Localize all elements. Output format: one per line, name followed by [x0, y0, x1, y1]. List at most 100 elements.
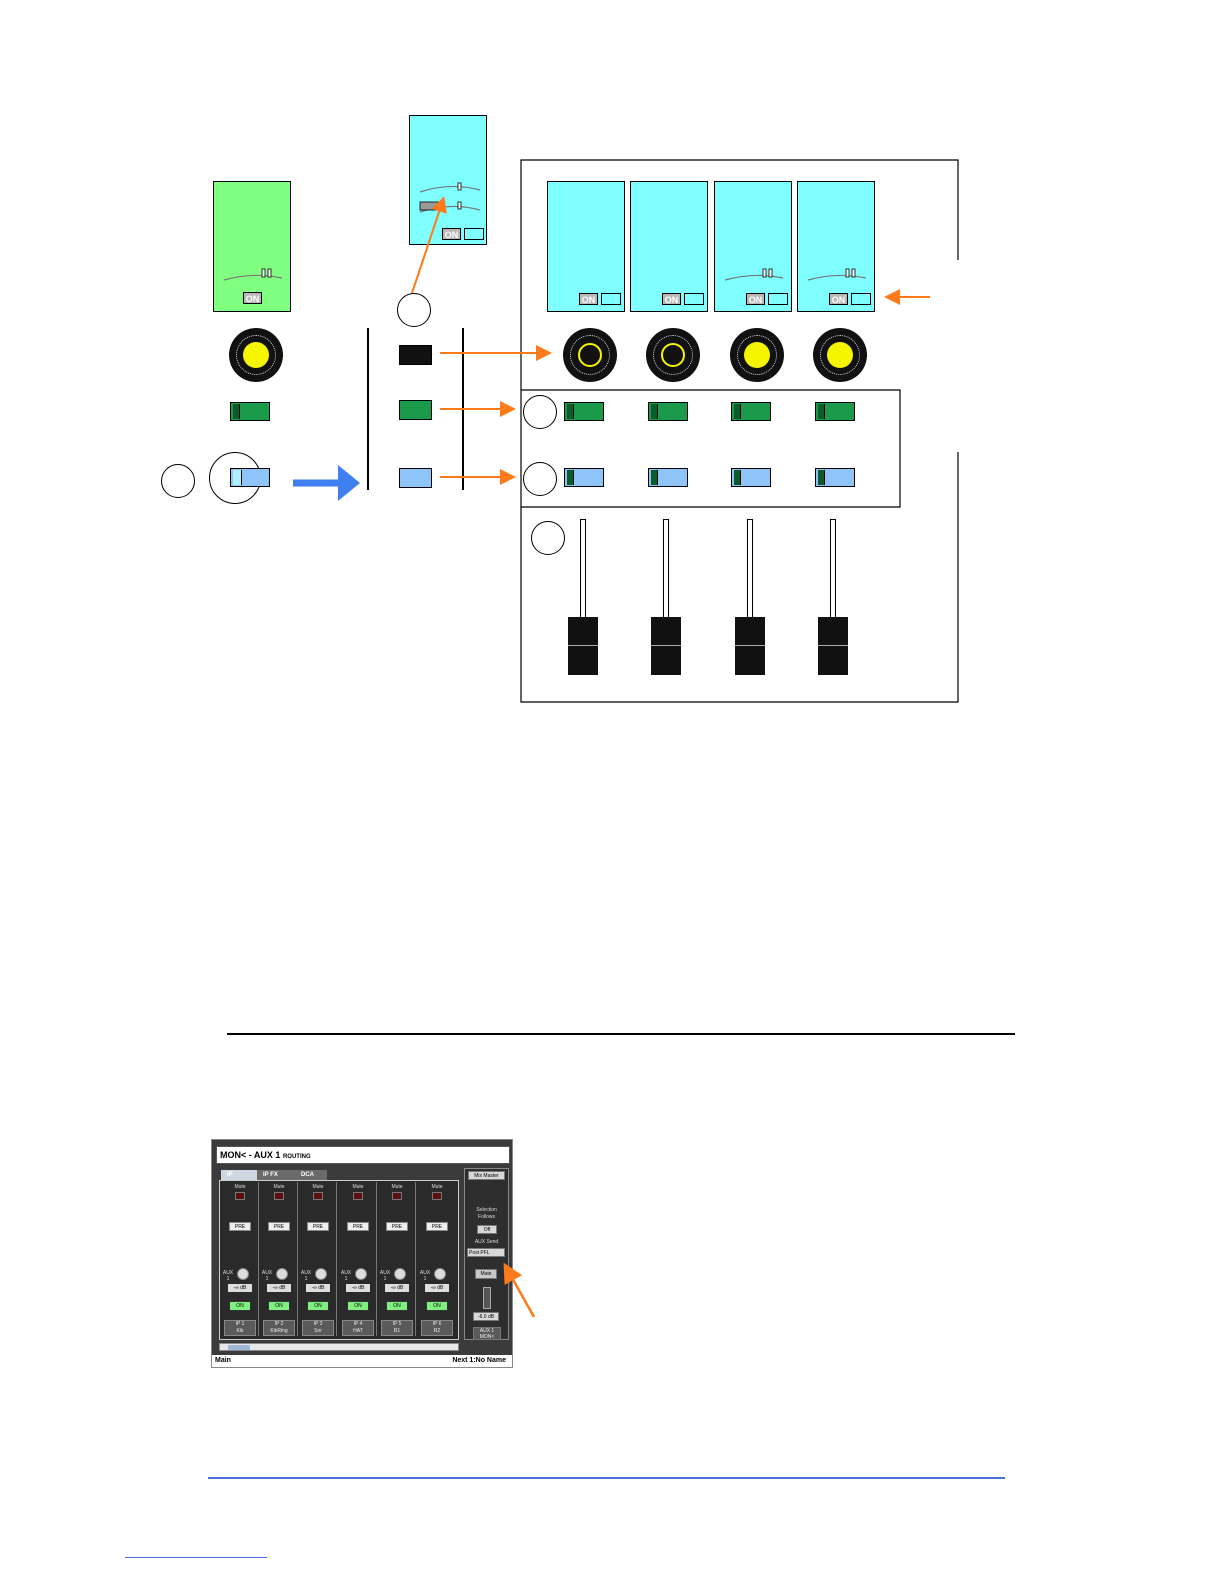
callout-marker: [523, 395, 557, 429]
on-indicator: ON: [579, 293, 598, 305]
select-key[interactable]: [564, 468, 604, 487]
tab-ip-fx[interactable]: IP FX: [257, 1170, 295, 1180]
pre-button[interactable]: PRE: [386, 1222, 408, 1231]
mix-key[interactable]: [230, 402, 270, 421]
level-meter-icon: [419, 182, 481, 213]
send-knob[interactable]: [276, 1268, 288, 1280]
footer-line: [208, 1477, 1005, 1479]
mix-key[interactable]: [731, 402, 771, 421]
mix-key[interactable]: [648, 402, 688, 421]
mix-key[interactable]: [815, 402, 855, 421]
channel-display-4: ON: [797, 181, 875, 312]
send-level: -∞ dB: [306, 1284, 330, 1292]
mute-button[interactable]: [235, 1192, 245, 1200]
fader-cap[interactable]: [735, 617, 765, 675]
master-level: -6.0 dB: [473, 1312, 499, 1321]
callout-marker: [523, 462, 557, 496]
black-key[interactable]: [399, 345, 432, 365]
pre-button[interactable]: PRE: [347, 1222, 369, 1231]
status-box: [601, 293, 621, 305]
select-key[interactable]: [648, 468, 688, 487]
selection-follows-button[interactable]: Off: [477, 1225, 497, 1234]
fader-cap[interactable]: [818, 617, 848, 675]
send-knob[interactable]: [315, 1268, 327, 1280]
mix-master-button[interactable]: Mix Master: [468, 1171, 505, 1180]
rotary-knob[interactable]: [229, 328, 283, 382]
on-indicator: ON: [746, 293, 765, 305]
annotation-arrow: [503, 1262, 536, 1318]
on-button[interactable]: ON: [426, 1301, 448, 1311]
channel-display-selected: ON: [409, 115, 487, 245]
tab-dca[interactable]: DCA: [295, 1170, 327, 1180]
mute-button[interactable]: [353, 1192, 363, 1200]
fader-cap[interactable]: [651, 617, 681, 675]
pre-button[interactable]: PRE: [307, 1222, 329, 1231]
aux-send-dropdown[interactable]: Post PFL: [467, 1248, 505, 1257]
on-button[interactable]: ON: [307, 1301, 329, 1311]
section-divider: [227, 1033, 1015, 1035]
on-indicator: ON: [442, 228, 461, 240]
rotary-knob[interactable]: [730, 328, 784, 382]
mix-key[interactable]: [564, 402, 604, 421]
mute-button[interactable]: [274, 1192, 284, 1200]
channel-display-green: ON: [213, 181, 291, 312]
on-button[interactable]: ON: [268, 1301, 290, 1311]
master-fader[interactable]: [483, 1287, 491, 1309]
channel-display-1: ON: [547, 181, 625, 312]
rotary-knob[interactable]: [646, 328, 700, 382]
status-box: [768, 293, 788, 305]
select-key[interactable]: [731, 468, 771, 487]
level-meter-icon: [223, 268, 283, 281]
callout-marker: [161, 464, 195, 498]
callout-marker: [397, 293, 431, 327]
callout-marker: [531, 521, 565, 555]
send-knob[interactable]: [355, 1268, 367, 1280]
status-box: [851, 293, 871, 305]
on-button[interactable]: ON: [386, 1301, 408, 1311]
pre-button[interactable]: PRE: [426, 1222, 448, 1231]
footer-right: Next 1:No Name: [452, 1357, 506, 1364]
status-box: [464, 228, 484, 240]
strips-panel: [219, 1180, 459, 1340]
page-link-underline: [125, 1557, 267, 1558]
pre-button[interactable]: PRE: [268, 1222, 290, 1231]
send-knob[interactable]: [237, 1268, 249, 1280]
select-key[interactable]: [230, 468, 270, 487]
mix-key[interactable]: [399, 400, 432, 420]
pre-button[interactable]: PRE: [229, 1222, 251, 1231]
rotary-knob[interactable]: [813, 328, 867, 382]
rotary-knob[interactable]: [563, 328, 617, 382]
on-button[interactable]: ON: [347, 1301, 369, 1311]
scroll-thumb[interactable]: [228, 1345, 250, 1350]
tab-ip[interactable]: IP: [221, 1170, 257, 1180]
horizontal-scrollbar[interactable]: [219, 1343, 459, 1351]
status-box: [684, 293, 704, 305]
send-knob[interactable]: [434, 1268, 446, 1280]
send-level: -∞ dB: [228, 1284, 252, 1292]
mute-button[interactable]: [392, 1192, 402, 1200]
fader-cap[interactable]: [568, 617, 598, 675]
send-level: -∞ dB: [267, 1284, 291, 1292]
select-key[interactable]: [815, 468, 855, 487]
screen-title: MON< - AUX 1 ROUTING: [216, 1146, 510, 1164]
level-meter-icon: [807, 268, 867, 281]
status-bar: Main Next 1:No Name: [212, 1355, 512, 1367]
select-key[interactable]: [399, 468, 432, 488]
mute-button[interactable]: Mute: [475, 1269, 497, 1279]
mute-button[interactable]: [313, 1192, 323, 1200]
frame-lines: [293, 159, 959, 703]
mute-button[interactable]: [432, 1192, 442, 1200]
on-indicator: ON: [243, 292, 262, 304]
send-knob[interactable]: [394, 1268, 406, 1280]
on-button[interactable]: ON: [229, 1301, 251, 1311]
